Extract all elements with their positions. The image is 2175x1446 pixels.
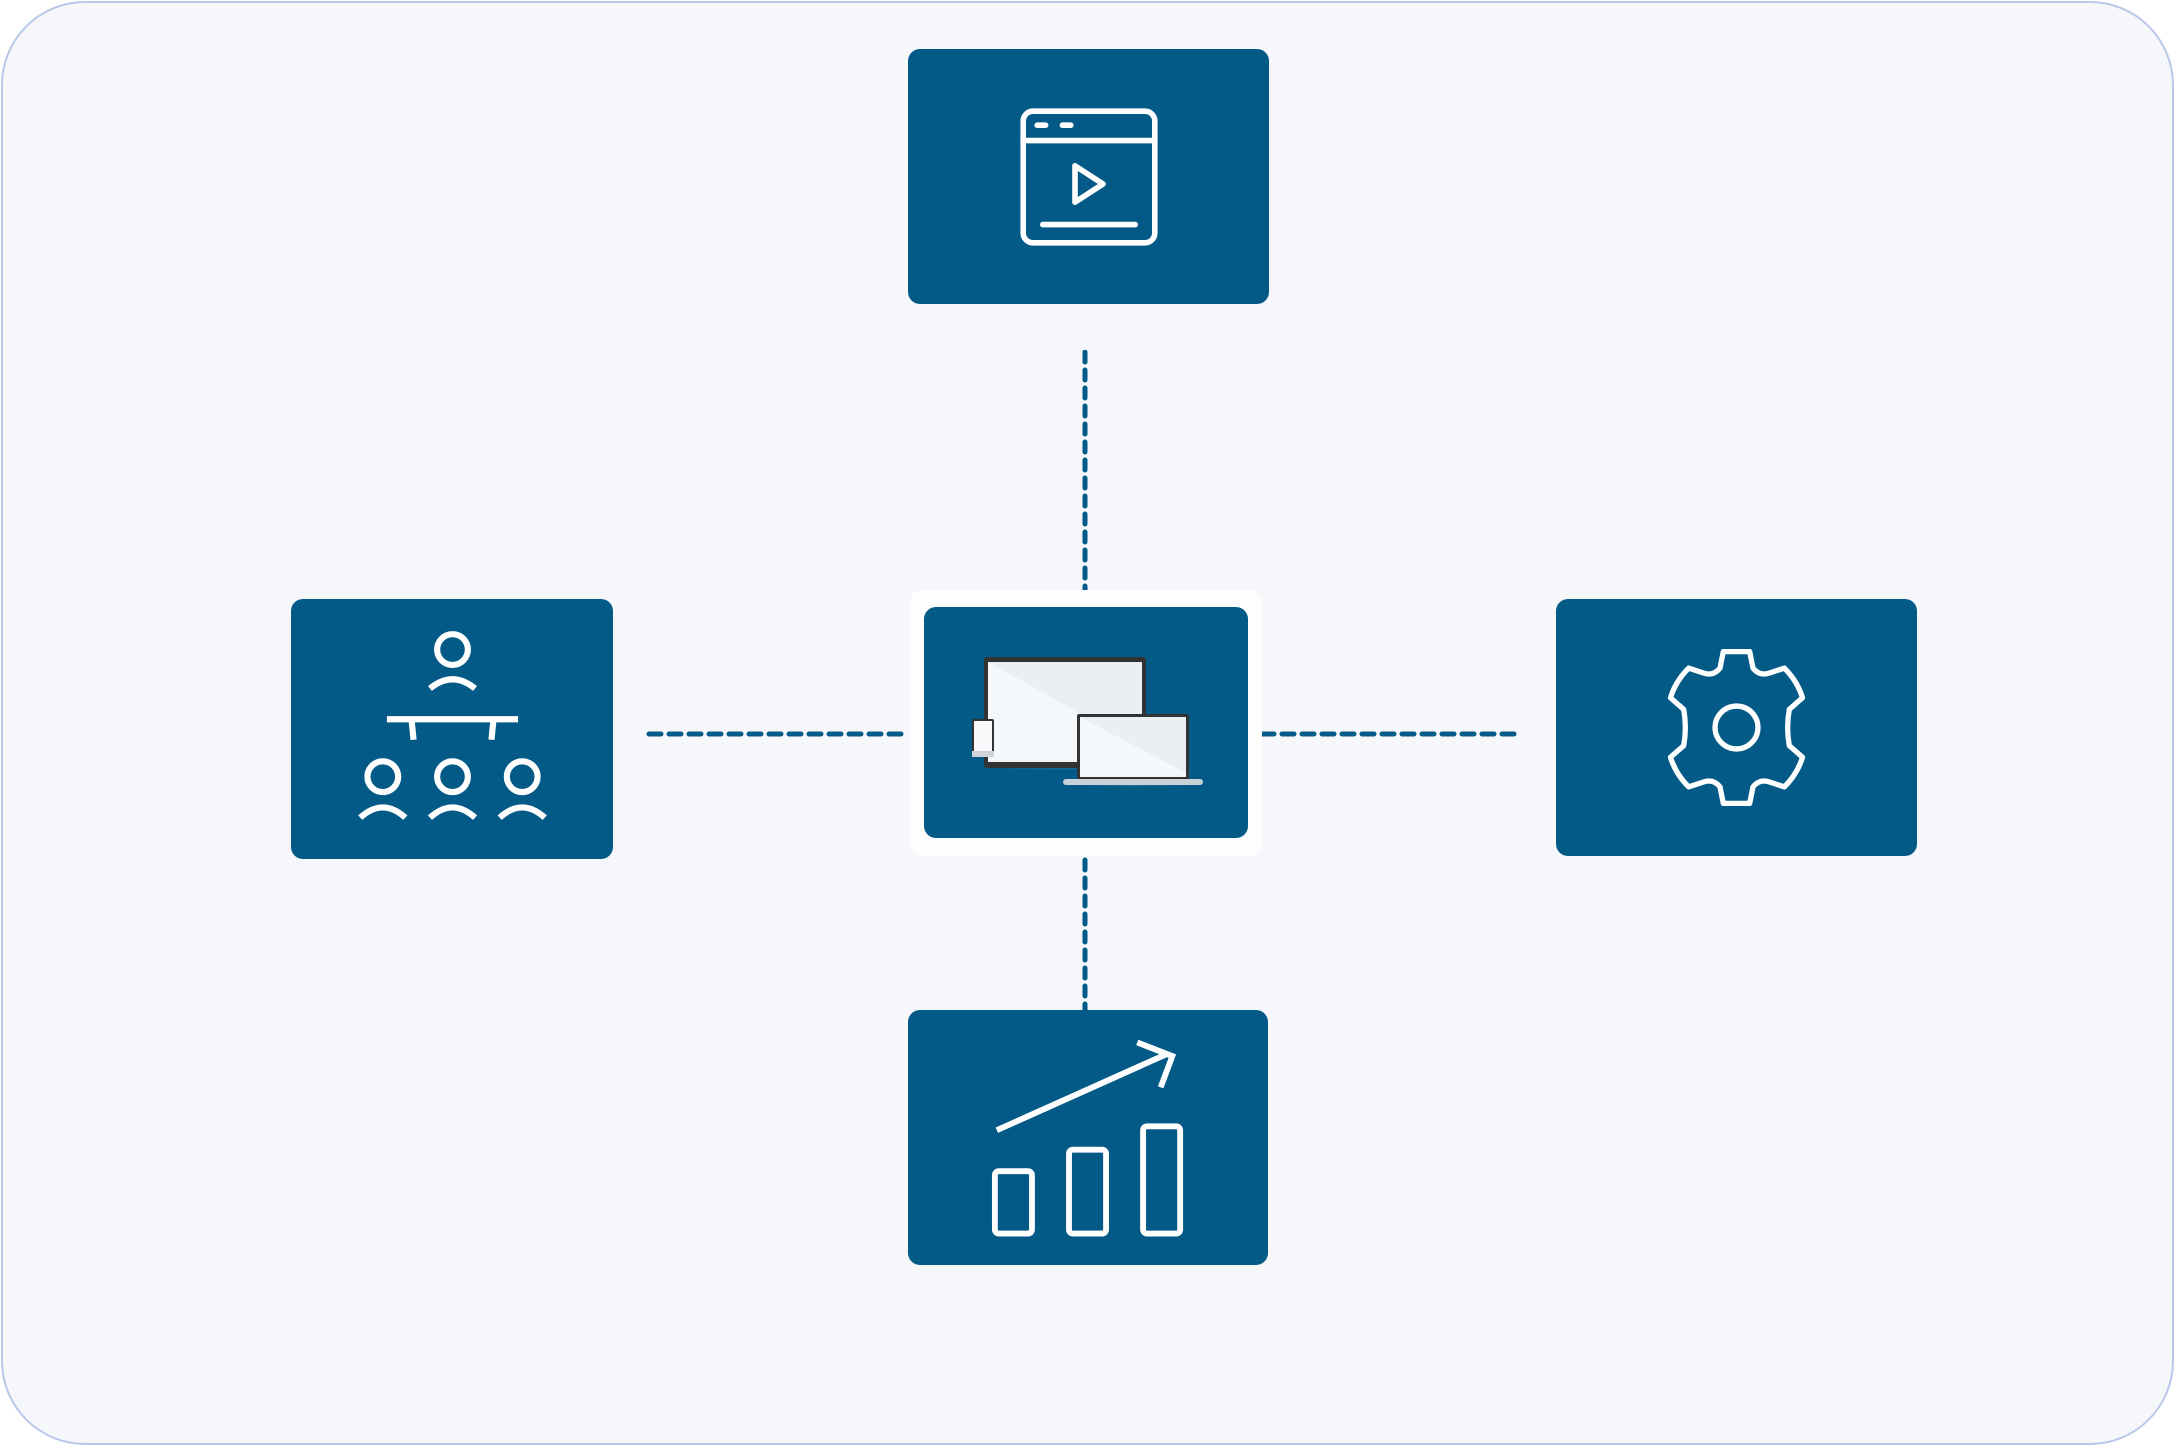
node-center-devices[interactable]	[924, 607, 1248, 838]
devices-icon	[966, 656, 1203, 788]
gear-icon	[1667, 648, 1806, 807]
org-chart-icon	[357, 630, 547, 820]
connector-top	[1082, 350, 1088, 610]
connector-right	[1259, 731, 1523, 737]
growth-chart-icon	[991, 1039, 1183, 1236]
node-top-video[interactable]	[908, 49, 1269, 304]
node-right-settings[interactable]	[1556, 599, 1917, 856]
node-bottom-growth[interactable]	[908, 1010, 1268, 1265]
connector-left	[646, 731, 910, 737]
node-left-organization[interactable]	[291, 599, 613, 859]
connector-bottom	[1082, 857, 1088, 1012]
video-player-icon	[1019, 107, 1158, 246]
